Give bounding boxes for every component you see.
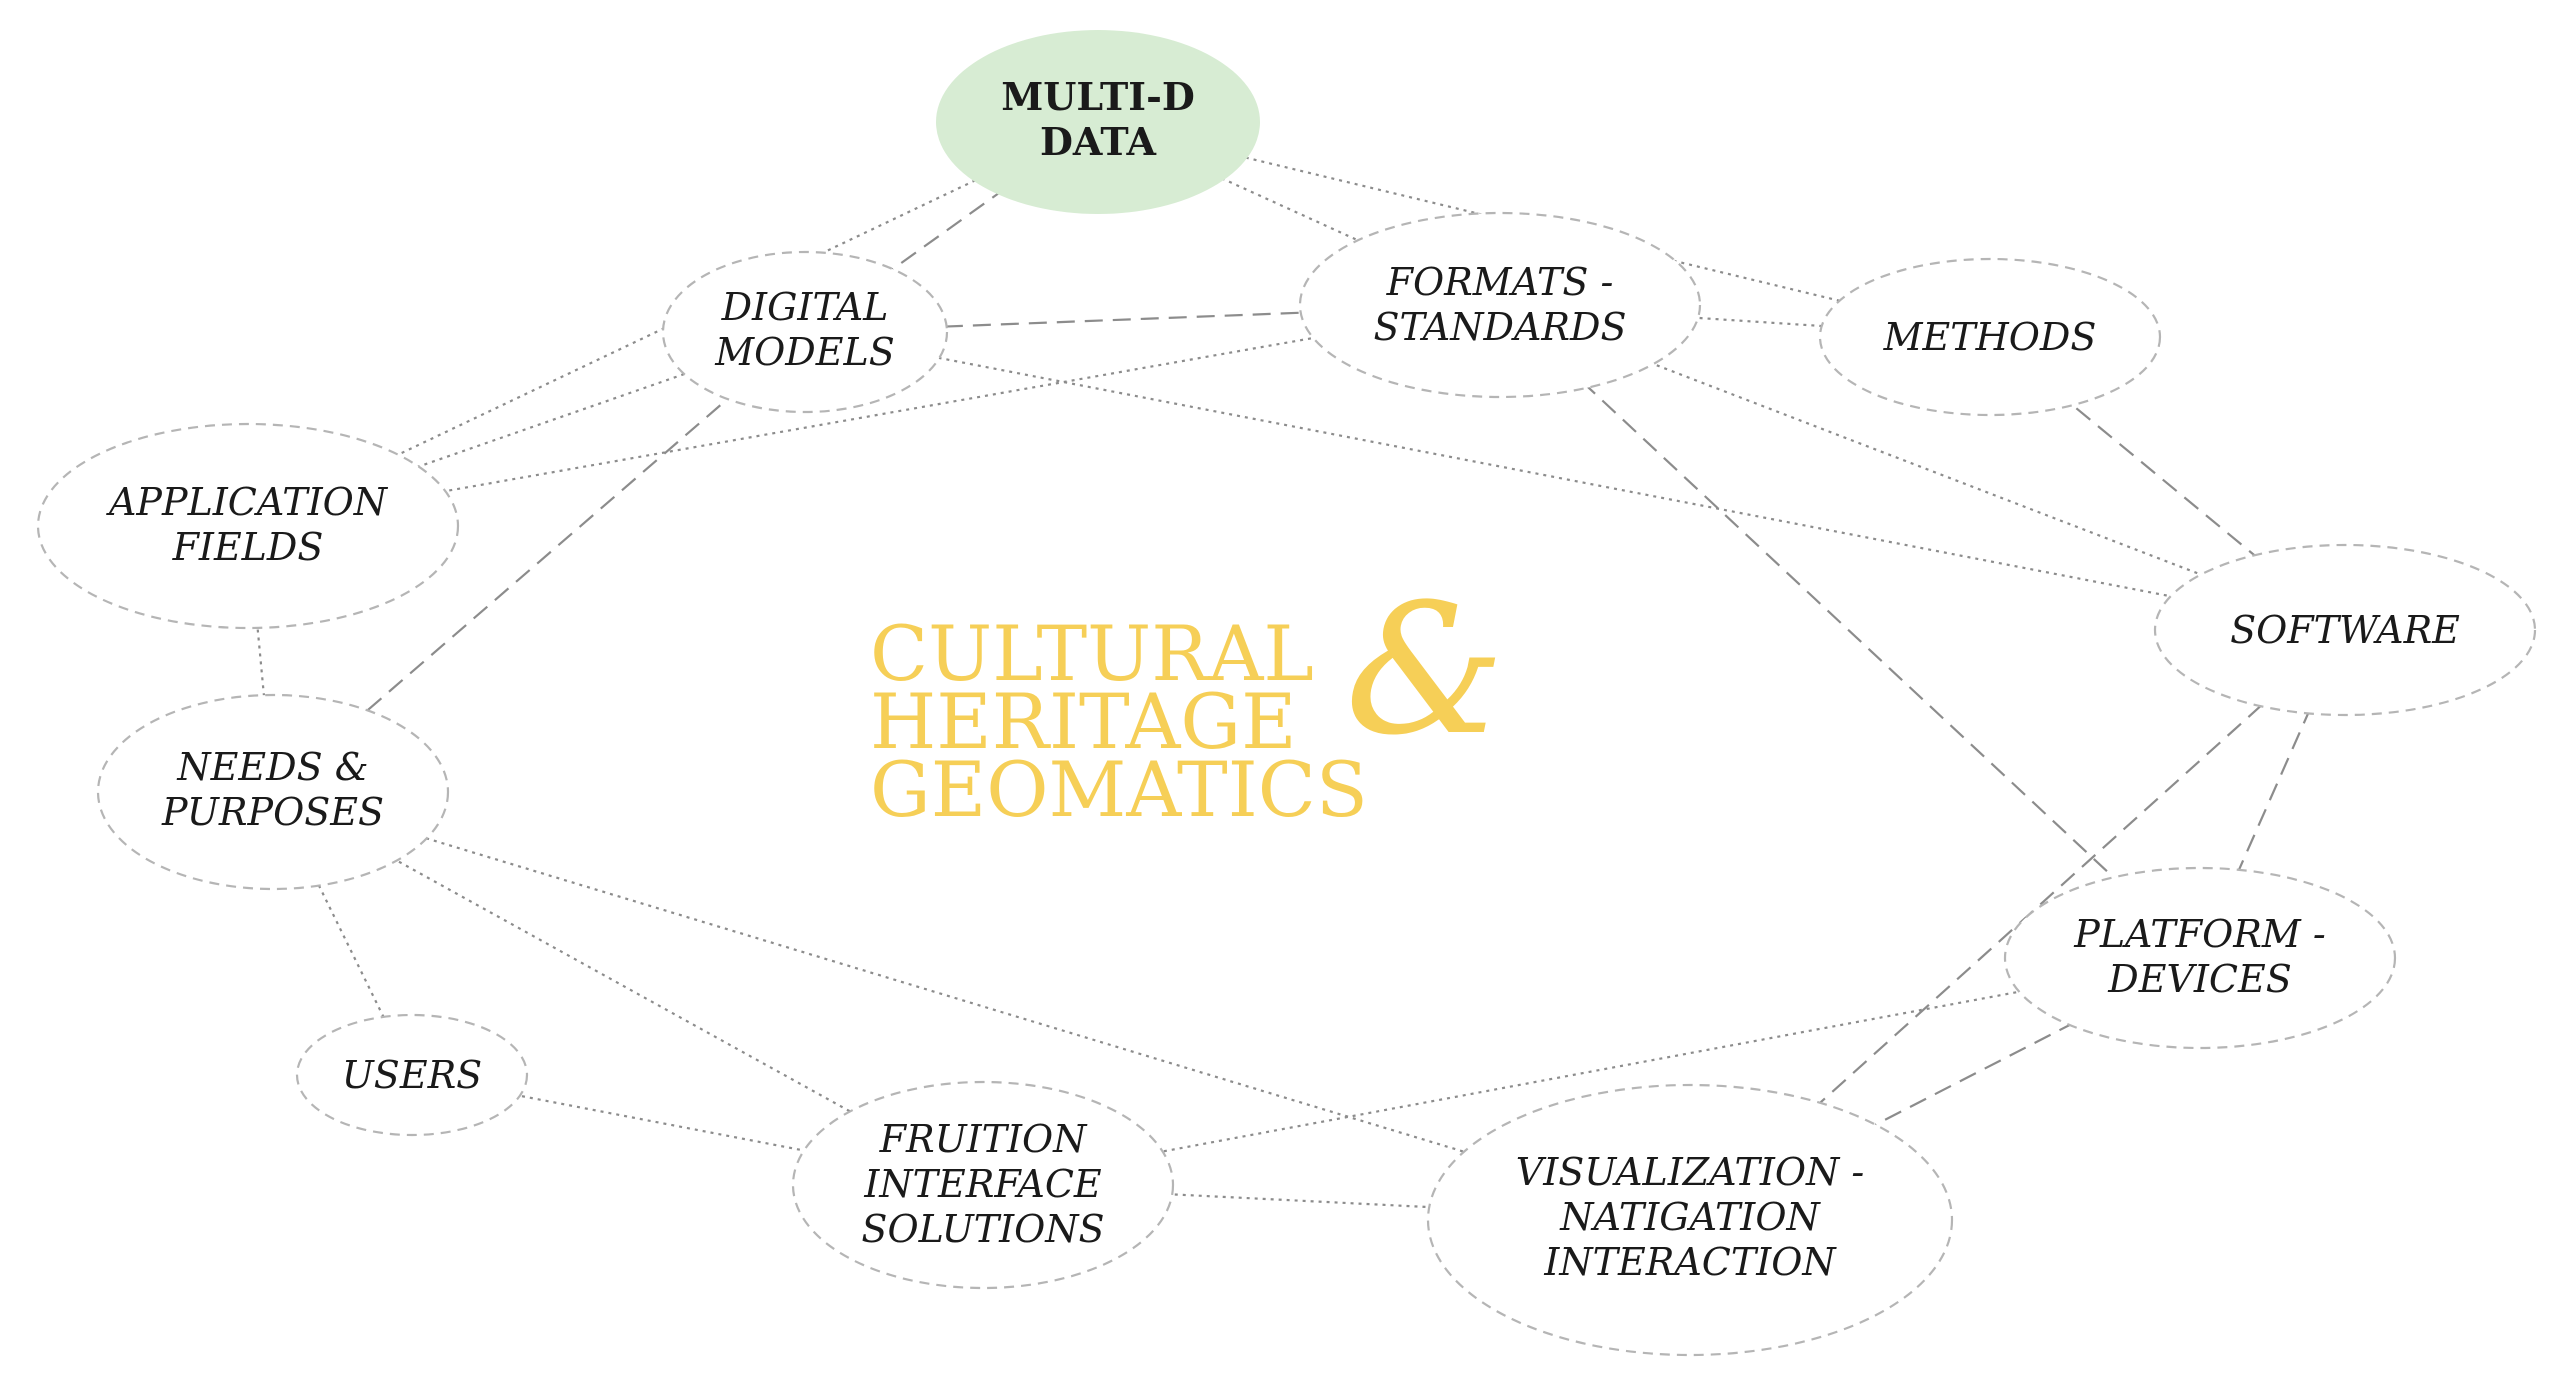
- edge-needs-purposes-to-visualization: [272, 790, 1691, 1222]
- node-application-fields-line-2: FIELDS: [172, 525, 324, 569]
- node-fruition-interface-solutions-shape: [791, 1080, 1175, 1290]
- edge-methods-to-software: [1989, 336, 2346, 631]
- node-users: USERS: [295, 1013, 529, 1137]
- node-application-fields-shape: [36, 422, 460, 630]
- node-users-line-1: USERS: [342, 1053, 482, 1097]
- edge-formats-standards-to-platform-devices: [1499, 304, 2201, 959]
- edge-digital-models-to-software: [804, 330, 2346, 632]
- node-multi-d-data-line-1: MULTI-D: [1001, 74, 1195, 119]
- node-formats-standards-line-2: STANDARDS: [1373, 305, 1626, 349]
- node-application-fields-line-1: APPLICATION: [106, 480, 389, 524]
- node-formats-standards-shape: [1298, 211, 1702, 399]
- node-needs-purposes-line-2: PURPOSES: [161, 790, 384, 834]
- node-formats-standards-line-1: FORMATS -: [1386, 260, 1614, 304]
- node-platform-devices-line-1: PLATFORM -: [2073, 912, 2325, 956]
- center-title-line-2: HERITAGE: [870, 677, 1297, 766]
- node-fruition-interface-solutions: FRUITION INTERFACE SOLUTIONS: [791, 1080, 1175, 1290]
- node-digital-models-line-1: DIGITAL: [721, 285, 889, 329]
- node-fruition-interface-solutions-line-2: INTERFACE: [863, 1162, 1102, 1206]
- node-multi-d-data-line-2: DATA: [1040, 119, 1157, 164]
- edge-digital-models-to-needs-purposes: [272, 331, 806, 793]
- center-title: CULTURAL HERITAGE GEOMATICS &: [870, 566, 1505, 834]
- node-needs-purposes-shape: [96, 693, 450, 891]
- node-fruition-interface-solutions-line-3: SOLUTIONS: [861, 1207, 1104, 1251]
- node-digital-models-shape: [661, 250, 949, 414]
- node-software: SOFTWARE: [2153, 543, 2537, 717]
- node-formats-standards: FORMATS - STANDARDS: [1298, 211, 1702, 399]
- node-needs-purposes: NEEDS & PURPOSES: [96, 693, 450, 891]
- node-digital-models-line-2: MODELS: [714, 330, 895, 374]
- node-needs-purposes-line-1: NEEDS &: [176, 745, 368, 789]
- node-platform-devices-line-2: DEVICES: [2107, 957, 2292, 1001]
- node-platform-devices: PLATFORM - DEVICES: [2003, 866, 2397, 1050]
- node-software-shape: [2153, 543, 2537, 717]
- node-visualization-shape: [1426, 1083, 1954, 1357]
- edge-fruition-interface-solutions-to-platform-devices: [982, 956, 2201, 1187]
- node-software-line-1: SOFTWARE: [2230, 608, 2460, 652]
- node-visualization-line-1: VISUALIZATION -: [1516, 1150, 1864, 1194]
- center-title-line-1: CULTURAL: [870, 609, 1314, 698]
- node-methods-line-1: METHODS: [1883, 315, 2097, 359]
- center-title-line-3: GEOMATICS: [870, 745, 1368, 834]
- node-multi-d-data-shape: [936, 30, 1260, 214]
- node-application-fields: APPLICATION FIELDS: [36, 422, 460, 630]
- node-digital-models: DIGITAL MODELS: [661, 250, 949, 414]
- node-multi-d-data: MULTI-D DATA: [936, 30, 1260, 214]
- node-platform-devices-shape: [2003, 866, 2397, 1050]
- node-visualization-line-2: NATIGATION: [1559, 1195, 1821, 1239]
- node-visualization-line-3: INTERACTION: [1543, 1240, 1837, 1284]
- node-methods: METHODS: [1818, 257, 2162, 417]
- center-ampersand: &: [1345, 566, 1505, 775]
- node-fruition-interface-solutions-line-1: FRUITION: [879, 1117, 1089, 1161]
- node-methods-shape: [1818, 257, 2162, 417]
- node-visualization: VISUALIZATION - NATIGATION INTERACTION: [1426, 1083, 1954, 1357]
- edge-fruition-interface-solutions-to-visualization: [982, 1183, 1691, 1222]
- node-users-shape: [295, 1013, 529, 1137]
